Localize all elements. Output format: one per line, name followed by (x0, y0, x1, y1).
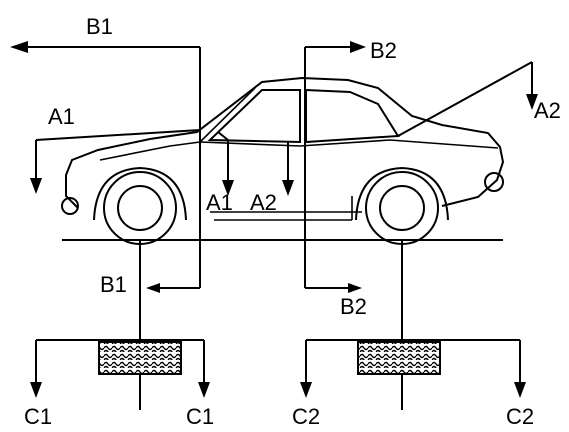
label-c2-left: C2 (292, 404, 320, 429)
front-light (61, 197, 79, 215)
label-b1-top: B1 (86, 14, 113, 39)
c1-section-fill (98, 341, 182, 375)
label-c1-right: C1 (186, 404, 214, 429)
label-c1-left: C1 (24, 404, 52, 429)
label-c2-right: C2 (506, 404, 534, 429)
car-windows (199, 87, 400, 144)
label-b1-bottom: B1 (100, 272, 127, 297)
section-a2-right (397, 61, 538, 137)
label-a1-mid: A1 (206, 190, 233, 215)
rear-wheel (355, 166, 449, 245)
label-b2-bottom: B2 (340, 294, 367, 319)
section-a1-mid (217, 131, 234, 196)
section-c1 (30, 240, 210, 410)
section-a2-mid (282, 142, 294, 196)
car-body (65, 76, 505, 221)
c2-section-fill (357, 341, 441, 375)
section-a1-left (30, 129, 201, 194)
section-b2 (304, 41, 366, 293)
front-wheel (93, 166, 187, 245)
label-b2-top: B2 (370, 38, 397, 63)
rear-light (484, 172, 504, 192)
section-c2 (300, 240, 526, 410)
label-a2-right: A2 (534, 98, 561, 123)
label-a1-left: A1 (48, 104, 75, 129)
section-b1 (10, 41, 201, 293)
label-a2-mid: A2 (250, 190, 277, 215)
